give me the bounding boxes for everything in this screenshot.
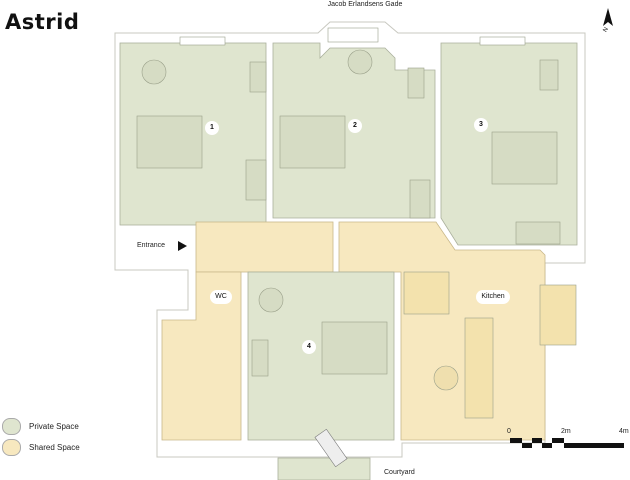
north-arrow-icon bbox=[603, 8, 613, 26]
room-label-2: 2 bbox=[348, 119, 362, 133]
entrance-arrow-icon bbox=[178, 241, 187, 251]
room-label-3: 3 bbox=[474, 118, 488, 132]
legend-shared-label: Shared Space bbox=[29, 443, 80, 452]
courtyard bbox=[277, 457, 371, 480]
hallway bbox=[195, 221, 334, 273]
furniture bbox=[136, 27, 577, 419]
courtyard-bench bbox=[314, 428, 348, 468]
private-swatch bbox=[2, 418, 21, 435]
entrance-label: Entrance bbox=[137, 242, 166, 249]
room-label-1: 1 bbox=[205, 121, 219, 135]
room-label-kitchen: Kitchen bbox=[476, 290, 510, 304]
scale-tick-4m: 4m bbox=[619, 428, 629, 435]
legend: Private Space Shared Space bbox=[2, 418, 80, 456]
legend-shared: Shared Space bbox=[2, 439, 80, 456]
scale-bar bbox=[510, 438, 624, 448]
wc-area bbox=[161, 271, 242, 441]
street-label: Jacob Erlandsens Gade bbox=[327, 1, 403, 8]
shared-swatch bbox=[2, 439, 21, 456]
legend-private-label: Private Space bbox=[29, 422, 79, 431]
scale-tick-0: 0 bbox=[507, 428, 511, 435]
legend-private: Private Space bbox=[2, 418, 80, 435]
courtyard-label: Courtyard bbox=[384, 469, 415, 476]
scale-tick-2m: 2m bbox=[561, 428, 571, 435]
room-label-wc: WC bbox=[210, 290, 232, 304]
page-title: Astrid bbox=[5, 10, 80, 34]
room-label-4: 4 bbox=[302, 340, 316, 354]
